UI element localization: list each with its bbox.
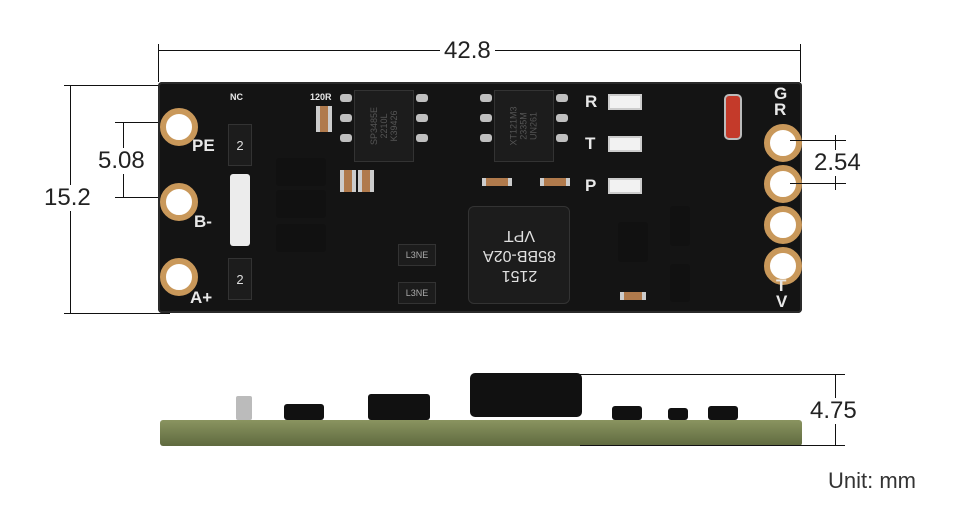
label-a: A+ <box>190 288 213 307</box>
tvs-diode-2 <box>276 190 326 218</box>
resistor-white <box>230 174 250 246</box>
length-ext-right <box>800 44 801 82</box>
side-resistor <box>236 396 252 420</box>
chip-text: 2335M <box>519 112 529 140</box>
label-t: T <box>776 276 787 295</box>
capacitor <box>540 178 570 186</box>
pitch-left-ext-top <box>115 122 179 123</box>
pin <box>556 134 568 142</box>
label-120r: 120R <box>310 92 332 102</box>
label-g: G <box>774 84 788 103</box>
pad-r <box>764 165 802 203</box>
pin <box>340 114 352 122</box>
diode-1: L3NE <box>398 244 436 266</box>
led-p <box>608 178 642 194</box>
width-label: 15.2 <box>40 185 95 211</box>
pin <box>556 114 568 122</box>
side-transformer <box>470 373 582 417</box>
label-r: R <box>774 100 787 119</box>
pad-b <box>160 183 198 221</box>
pin <box>416 134 428 142</box>
pin <box>556 94 568 102</box>
pad-t <box>764 206 802 244</box>
pitch-right-ext-top <box>790 140 846 141</box>
label-led-p: P <box>585 176 597 195</box>
pin <box>480 114 492 122</box>
height-label: 4.75 <box>806 398 861 424</box>
label-v: V <box>776 292 788 311</box>
height-ext-bottom <box>580 445 845 446</box>
pin <box>416 94 428 102</box>
label-nc: NC <box>230 92 243 102</box>
label-b: B- <box>194 212 212 231</box>
sot-chip <box>618 222 648 262</box>
pad-pe <box>160 108 198 146</box>
capacitor <box>482 178 512 186</box>
tvs-diode-3 <box>276 224 326 252</box>
transistor <box>670 264 690 302</box>
pitch-right-ext-bottom <box>790 183 846 184</box>
chip-text: XT121M3 <box>509 106 519 146</box>
pin <box>340 134 352 142</box>
transistor <box>670 206 690 246</box>
label-led-r: R <box>585 92 598 111</box>
fuse-2: 2 <box>228 258 252 300</box>
pcb-side-view <box>160 420 802 446</box>
chip-text: 2210L <box>379 113 389 139</box>
capacitor <box>340 170 356 192</box>
width-ext-top <box>64 85 170 86</box>
chip-text: 85BB-02A <box>482 247 556 264</box>
diode-2: L3NE <box>398 282 436 304</box>
pin <box>480 94 492 102</box>
tvs-diode-1 <box>276 158 326 186</box>
pitch-left-ext-bottom <box>115 197 179 198</box>
side-component <box>708 406 738 420</box>
chip-text: VPT <box>503 227 535 244</box>
pitch-right-label: 2.54 <box>810 150 865 176</box>
width-ext-bottom <box>64 313 170 314</box>
side-component <box>284 404 324 420</box>
pin <box>480 134 492 142</box>
height-ext-top <box>580 374 845 375</box>
side-component <box>368 394 430 420</box>
chip-text: K39426 <box>389 110 399 142</box>
pcb-top-view: PE B- A+ NC 120R R T P G R T V 2 2 SP348… <box>158 82 802 313</box>
unit-note: Unit: mm <box>828 468 916 493</box>
pad-g <box>764 124 802 162</box>
led-t <box>608 136 642 152</box>
length-ext-left <box>158 44 159 82</box>
side-component <box>612 406 642 420</box>
fuse-1: 2 <box>228 124 252 166</box>
pad-v <box>764 247 802 285</box>
pin <box>416 114 428 122</box>
chip-text: 2151 <box>501 267 537 284</box>
side-component <box>668 408 688 420</box>
chip-text: UN261 <box>529 112 539 141</box>
pitch-left-label: 5.08 <box>94 148 149 174</box>
length-label: 42.8 <box>440 38 495 64</box>
capacitor <box>358 170 374 192</box>
chip-text: SP3485E <box>369 106 379 146</box>
capacitor <box>620 292 646 300</box>
transformer: 2151 85BB-02A VPT <box>468 206 570 304</box>
capacitor <box>316 106 332 132</box>
diode-red <box>724 94 742 140</box>
led-r <box>608 94 642 110</box>
label-led-t: T <box>585 134 596 153</box>
pad-a <box>160 258 198 296</box>
pin <box>340 94 352 102</box>
label-pe: PE <box>192 136 215 155</box>
